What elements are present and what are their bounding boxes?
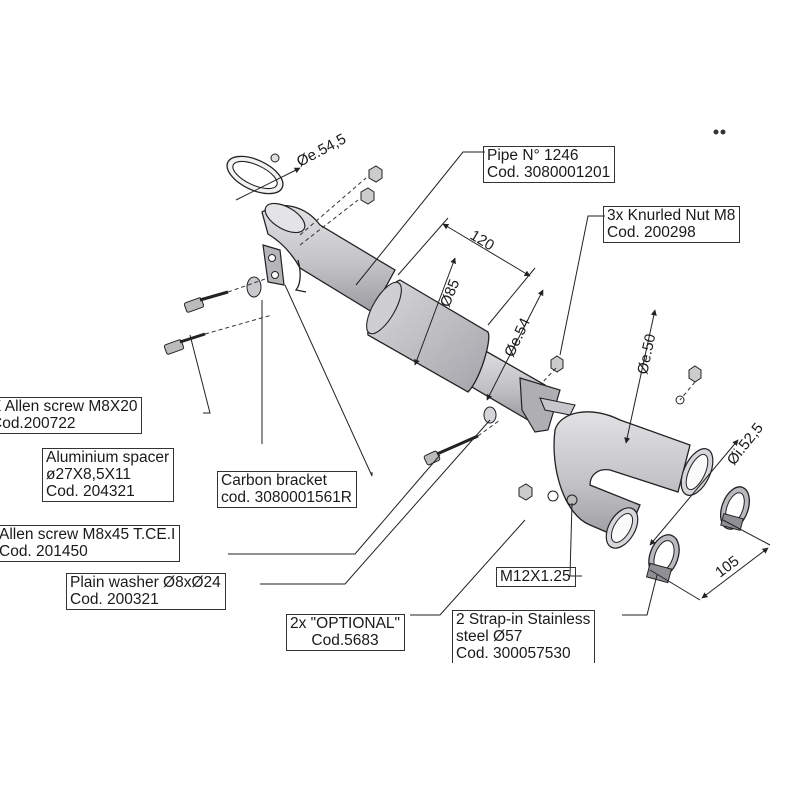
label-allen-m8x45-wrap: Allen screw M8x45 T.CE.I Cod. 201450 xyxy=(0,523,232,563)
dim-85: Ø85 xyxy=(437,277,463,310)
label-carbon-bracket: Carbon bracket cod. 3080001561R xyxy=(217,471,358,508)
fasteners xyxy=(163,165,702,506)
allen-m8x20-name: X Allen screw M8X20 xyxy=(0,398,138,415)
label-optional: 2x "OPTIONAL" Cod.5683 xyxy=(286,614,406,651)
leader-lines xyxy=(189,151,658,616)
silencer-can xyxy=(366,279,490,393)
label-plain-washer: Plain washer Ø8xØ24 Cod. 200321 xyxy=(66,573,226,610)
label-allen-m8x20: X Allen screw M8X20 Cod.200722 xyxy=(0,397,143,434)
assembly-lines xyxy=(204,177,696,437)
allen-m8x45-name: Allen screw M8x45 T.CE.I xyxy=(0,526,176,543)
strap-code: Cod. 300057530 xyxy=(456,645,571,662)
dim-inlet: Øe.54,5 xyxy=(294,130,349,170)
pipe-code: Cod. 3080001201 xyxy=(487,164,611,181)
allen-m8x20-code: Cod.200722 xyxy=(0,415,76,432)
knurled-nut-name: 3x Knurled Nut M8 xyxy=(607,207,736,224)
strap-clamp-left xyxy=(645,534,680,584)
bracket-code: cod. 3080001561R xyxy=(221,489,353,506)
label-knurled-nut: 3x Knurled Nut M8 Cod. 200298 xyxy=(603,206,741,243)
label-aluminium-spacer: Aluminium spacer ø27X8,5X11 Cod. 204321 xyxy=(42,448,175,502)
dim-54: Øe.54 xyxy=(501,315,534,359)
corner-mark xyxy=(713,129,726,135)
inlet-ring xyxy=(226,153,284,195)
label-allen-m8x20-wrap: X Allen screw M8X20 Cod.200722 xyxy=(0,395,206,435)
label-m12: M12X1.25 xyxy=(496,567,576,587)
optional-code: Cod.5683 xyxy=(311,632,379,649)
label-pipe: Pipe N° 1246 Cod. 3080001201 xyxy=(483,146,616,183)
y-pipe xyxy=(553,411,714,549)
label-strap: 2 Strap-in Stainless steel Ø57 Cod. 3000… xyxy=(452,610,596,663)
strap-size: steel Ø57 xyxy=(456,628,523,645)
washer-code: Cod. 200321 xyxy=(70,591,159,608)
m12-name: M12X1.25 xyxy=(500,568,571,585)
spacer-size: ø27X8,5X11 xyxy=(46,466,132,483)
dim-120: 120 xyxy=(467,227,497,254)
optional-name: 2x "OPTIONAL" xyxy=(290,615,401,632)
strap-clamp-right xyxy=(720,486,750,531)
label-allen-m8x45: Allen screw M8x45 T.CE.I Cod. 201450 xyxy=(0,525,181,562)
strap-name: 2 Strap-in Stainless xyxy=(456,611,591,628)
carbon-bracket-part xyxy=(262,244,307,293)
spacer-code: Cod. 204321 xyxy=(46,483,135,500)
washer-name: Plain washer Ø8xØ24 xyxy=(70,574,221,591)
allen-m8x45-code: Cod. 201450 xyxy=(0,543,88,560)
label-strap-wrap: 2 Strap-in Stainless steel Ø57 Cod. 3000… xyxy=(450,608,630,664)
knurled-nut-code: Cod. 200298 xyxy=(607,224,696,241)
pipe-name: Pipe N° 1246 xyxy=(487,147,579,164)
dim-50: Øe.50 xyxy=(634,332,659,376)
dim-52-5: Øi.52,5 xyxy=(724,420,767,469)
dimension-lines xyxy=(235,167,771,601)
bracket-name: Carbon bracket xyxy=(221,472,327,489)
dim-105: 105 xyxy=(712,553,742,582)
spacer-name: Aluminium spacer xyxy=(46,449,170,466)
